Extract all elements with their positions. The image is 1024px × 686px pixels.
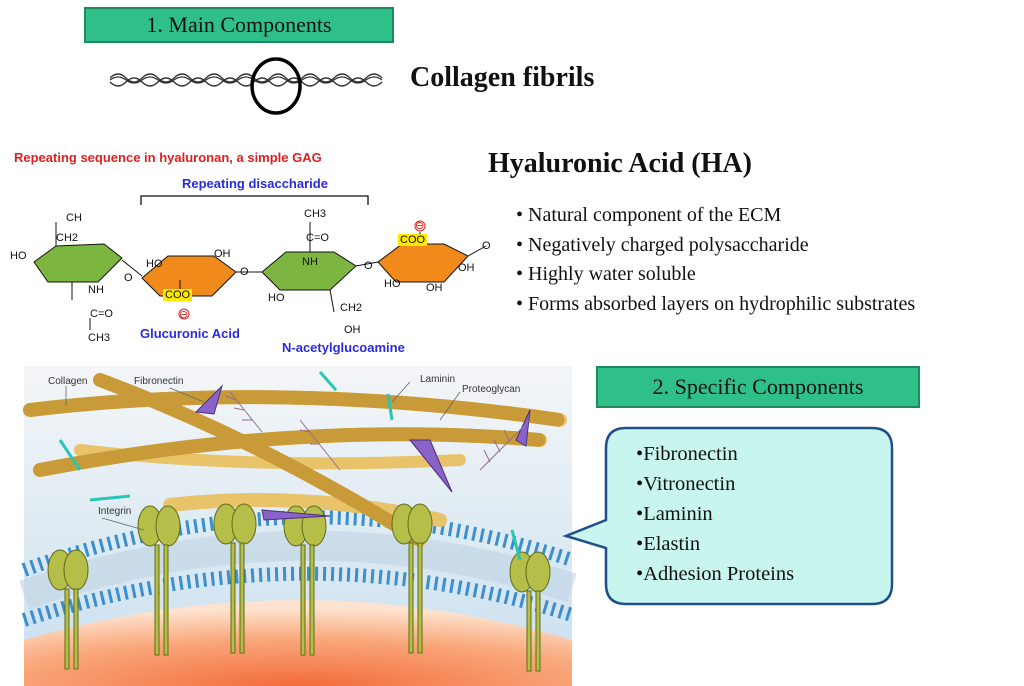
ha-bullet: Natural component of the ECM — [516, 201, 915, 231]
highlight-circle — [250, 57, 302, 115]
oh-label-1: OH — [214, 248, 231, 260]
label-pointers — [65, 381, 461, 531]
specific-components-label: 2. Specific Components — [596, 366, 920, 408]
disaccharide-bracket — [140, 195, 369, 205]
ho-label-2: HO — [146, 258, 163, 270]
collagen-fibrils-title: Collagen fibrils — [410, 62, 595, 93]
oh-label-4: OH — [426, 282, 443, 294]
oh-label-3: OH — [458, 262, 475, 274]
specific-component-item: Adhesion Proteins — [636, 559, 794, 589]
oh-label-2: OH — [344, 324, 361, 336]
ch3-label-1: CH3 — [88, 332, 111, 344]
fibronectin-label: Fibronectin — [134, 376, 184, 387]
co-label-1: C=O — [90, 308, 113, 320]
collagen-helix — [109, 73, 383, 87]
laminin-shapes — [58, 371, 522, 561]
integrin-label: Integrin — [98, 506, 132, 517]
ch2-label: CH2 — [56, 232, 79, 244]
o-label-4: O — [482, 240, 491, 252]
ch-label: CH — [66, 212, 82, 224]
ch3-label-2: CH3 — [304, 208, 327, 220]
ha-bullet-list: Natural component of the ECM Negatively … — [516, 201, 915, 319]
specific-components-list: Fibronectin Vitronectin Laminin Elastin … — [636, 439, 794, 589]
specific-component-item: Fibronectin — [636, 439, 794, 469]
proteoglycan-label: Proteoglycan — [462, 384, 521, 395]
ho-label-4: HO — [384, 278, 401, 290]
specific-component-item: Laminin — [636, 499, 794, 529]
ch2-label-2: CH2 — [340, 302, 363, 314]
ho-label-1: HO — [10, 250, 27, 262]
ha-bullet: Highly water soluble — [516, 260, 915, 290]
integrins — [47, 503, 551, 672]
minus-sign-1: ⊖ — [179, 309, 189, 321]
specific-component-item: Elastin — [636, 529, 794, 559]
o-label-1: O — [124, 272, 133, 284]
ha-structure-caption: Repeating sequence in hyaluronan, a simp… — [14, 150, 322, 165]
coo-label-2: COO — [398, 234, 428, 246]
ha-title: Hyaluronic Acid (HA) — [488, 148, 752, 179]
fibronectin-shapes — [194, 384, 531, 521]
coo-label-1: COO — [163, 289, 193, 301]
collagen-fibers — [23, 373, 567, 547]
co-label-2: C=O — [306, 232, 329, 244]
nh-label-2: NH — [302, 256, 318, 268]
repeating-disaccharide-label: Repeating disaccharide — [182, 176, 328, 191]
n-acetylglucoamine-label: N-acetylglucoamine — [282, 340, 405, 355]
cytoplasm — [24, 600, 572, 686]
o-label-3: O — [364, 260, 373, 272]
minus-charge-2 — [414, 220, 426, 232]
glucuronic-acid-label: Glucuronic Acid — [140, 326, 240, 341]
minus-charge-1 — [178, 308, 190, 320]
minus-sign-2: ⊖ — [415, 220, 425, 232]
ho-label-3: HO — [268, 292, 285, 304]
ha-bullet: Negatively charged polysaccharide — [516, 231, 915, 261]
nh-label-1: NH — [88, 284, 104, 296]
proteoglycan-shapes — [225, 391, 531, 471]
collagen-label: Collagen — [48, 376, 88, 387]
o-label-2: O — [240, 266, 249, 278]
laminin-label: Laminin — [420, 374, 456, 385]
main-components-label: 1. Main Components — [84, 7, 394, 43]
specific-component-item: Vitronectin — [636, 469, 794, 499]
ha-bullet: Forms absorbed layers on hydrophilic sub… — [516, 290, 915, 320]
